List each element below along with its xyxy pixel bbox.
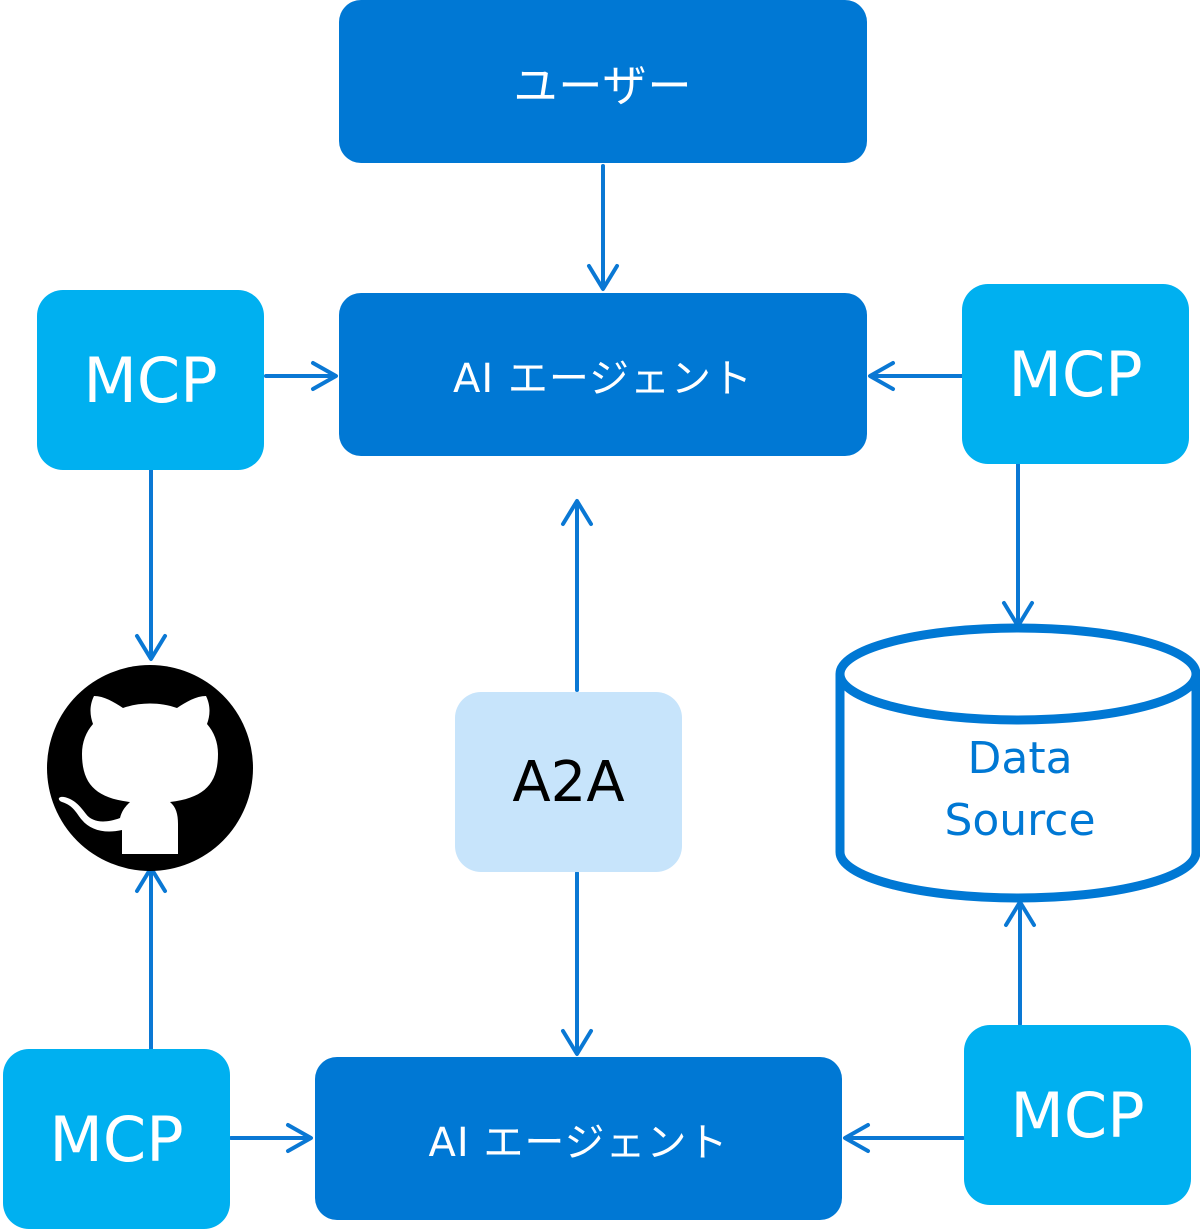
database-cylinder-icon [835,623,1200,903]
user-label: ユーザー [513,60,693,112]
user-node: ユーザー [339,0,867,163]
mcp-bottom-left-label: MCP [49,1102,184,1176]
mcp-top-left-label: MCP [83,343,218,417]
mcp-top-left-node: MCP [37,290,264,470]
a2a-node: A2A [455,692,682,872]
ai-agent-top-node: AI エージェント [339,293,867,456]
data-source-line-1: Data [967,733,1073,784]
mcp-bottom-right-node: MCP [964,1025,1191,1205]
a2a-label: A2A [512,749,625,815]
ai-agent-top-label: AI エージェント [452,355,754,402]
ai-agent-bottom-label: AI エージェント [428,1119,729,1166]
mcp-top-right-label: MCP [1008,337,1143,411]
mcp-bottom-right-label: MCP [1010,1078,1145,1152]
data-source-label: Data Source [840,728,1200,852]
mcp-top-right-node: MCP [962,284,1189,464]
github-icon [47,665,253,871]
mcp-bottom-left-node: MCP [3,1049,230,1229]
data-source-line-2: Source [944,795,1096,846]
ai-agent-bottom-node: AI エージェント [315,1057,842,1220]
